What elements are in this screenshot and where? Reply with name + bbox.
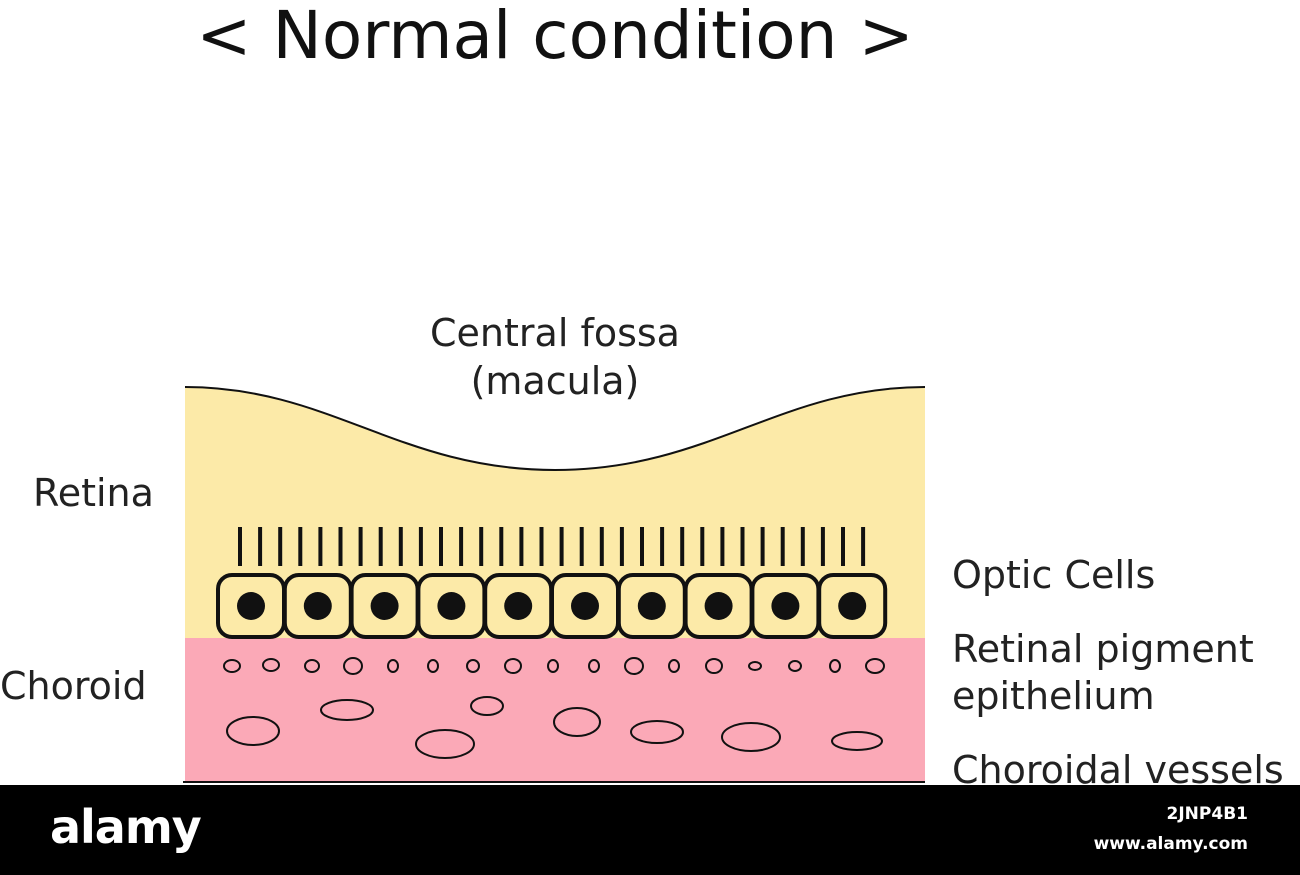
rpe-cell-nucleus [771, 592, 800, 620]
small-choroid-vessel [427, 659, 439, 673]
small-choroid-vessel [748, 661, 762, 671]
rpe-cell-nucleus [838, 592, 867, 620]
watermark-image-id: 2JNP4B1 [1166, 804, 1248, 824]
small-choroid-vessel [624, 657, 644, 675]
watermark-site: www.alamy.com [1093, 834, 1248, 854]
rpe-cell-nucleus [370, 592, 399, 620]
small-choroid-vessel [547, 659, 559, 673]
large-choroid-vessels [226, 696, 883, 759]
large-choroid-vessel [415, 729, 475, 759]
diagram-title: < Normal condition > [196, 0, 914, 74]
large-choroid-vessel [630, 720, 684, 744]
fovea-label-line2: (macula) [470, 359, 640, 403]
rpe-cell-nucleus [303, 592, 332, 620]
rpe-label-line2: epithelium [952, 674, 1155, 718]
choroidal-vessels-label: Choroidal vessels [952, 748, 1284, 792]
large-choroid-vessel [721, 722, 781, 752]
small-choroid-vessel [304, 659, 320, 673]
small-choroid-vessel [588, 659, 600, 673]
large-choroid-vessel [470, 696, 504, 716]
small-choroid-vessel [466, 659, 480, 673]
rpe-cell-nucleus [637, 592, 666, 620]
large-choroid-vessel [553, 707, 601, 737]
small-choroid-vessel [668, 659, 680, 673]
small-choroid-vessels [223, 657, 885, 675]
small-choroid-vessel [223, 659, 241, 673]
large-choroid-vessel [320, 699, 374, 721]
small-choroid-vessel [343, 657, 363, 675]
rpe-cell-nucleus [704, 592, 733, 620]
watermark-footer: alamy 2JNP4B1 www.alamy.com [0, 785, 1300, 875]
rpe-label-line1: Retinal pigment [952, 627, 1254, 671]
rpe-cell-nucleus [437, 592, 466, 620]
choroid-label: Choroid [0, 664, 147, 708]
small-choroid-vessel [829, 659, 841, 673]
watermark-logo: alamy [50, 800, 202, 854]
small-choroid-vessel [788, 660, 802, 672]
photoreceptor-rods [238, 527, 866, 566]
small-choroid-vessel [865, 658, 885, 674]
large-choroid-vessel [831, 731, 883, 751]
rpe-cell-nucleus [504, 592, 533, 620]
small-choroid-vessel [504, 658, 522, 674]
rpe-cell-nucleus [571, 592, 599, 620]
rpe-cell-nucleus [237, 592, 265, 620]
retina-surface-line [184, 386, 926, 472]
small-choroid-vessel [262, 658, 280, 672]
optic-cells-label: Optic Cells [952, 553, 1156, 597]
retina-label: Retina [33, 471, 154, 515]
large-choroid-vessel [226, 716, 280, 746]
small-choroid-vessel [387, 659, 399, 673]
fovea-label-line1: Central fossa [430, 311, 680, 355]
small-choroid-vessel [705, 658, 723, 674]
rpe-cells [216, 573, 888, 639]
